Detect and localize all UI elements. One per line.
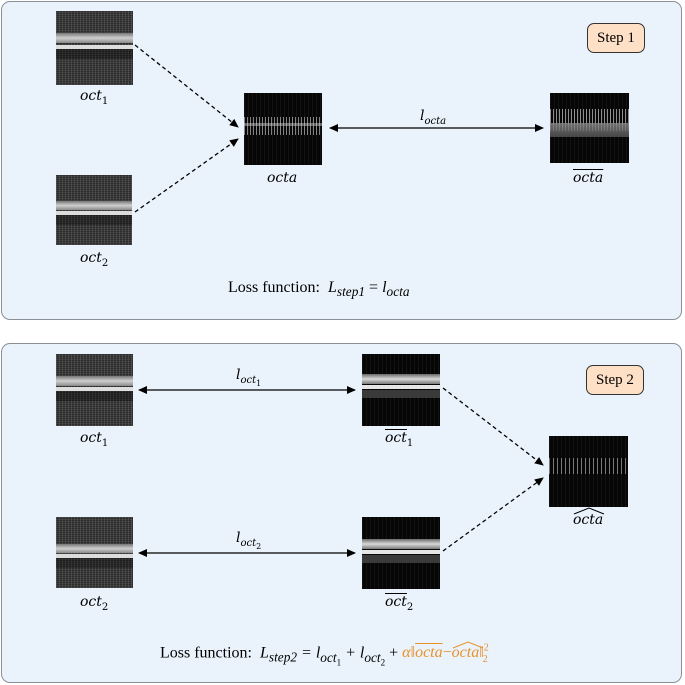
octa-hat-image [549, 436, 628, 507]
loss-oct1-label: loct1 [236, 367, 262, 388]
step2-badge: Step 2 [586, 365, 644, 395]
oct2-image [56, 175, 132, 245]
oct1-label: oct1 [80, 88, 109, 107]
loss-octa-label: locta [420, 108, 447, 127]
octa-bar-label: octa [573, 170, 604, 186]
octa-bar-image [550, 93, 629, 163]
oct2-bar-image [362, 517, 440, 589]
step2-oct1-label: oct1 [80, 430, 109, 449]
arrow-oct1bar-to-octahat [442, 387, 544, 466]
step2-oct1-image [56, 354, 133, 426]
octa-image [244, 93, 322, 165]
oct1-image [56, 11, 133, 85]
oct1-bar-image [362, 354, 440, 426]
regularization-term: α‖octa−octa‖22 [402, 641, 489, 665]
step2-oct2-image [56, 517, 133, 588]
step1-formula: Loss function: Lstep1 = locta [228, 279, 410, 300]
oct1-bar-label: oct1 [385, 430, 414, 449]
step2-oct2-label: oct2 [80, 594, 109, 613]
octa-label: octa [267, 170, 298, 186]
step1-badge: Step 1 [587, 23, 645, 53]
octa-hat-label: octa [573, 507, 605, 528]
loss-oct2-label: loct2 [236, 530, 262, 551]
arrow-oct2-to-octa [134, 138, 239, 213]
step2-formula: Loss function: Lstep2 = loct1 + loct2 + … [160, 641, 489, 668]
arrow-oct2bar-to-octahat [442, 477, 544, 552]
arrow-oct1-to-octa [134, 44, 239, 128]
oct2-bar-label: oct2 [385, 594, 414, 613]
oct2-label: oct2 [80, 250, 109, 269]
